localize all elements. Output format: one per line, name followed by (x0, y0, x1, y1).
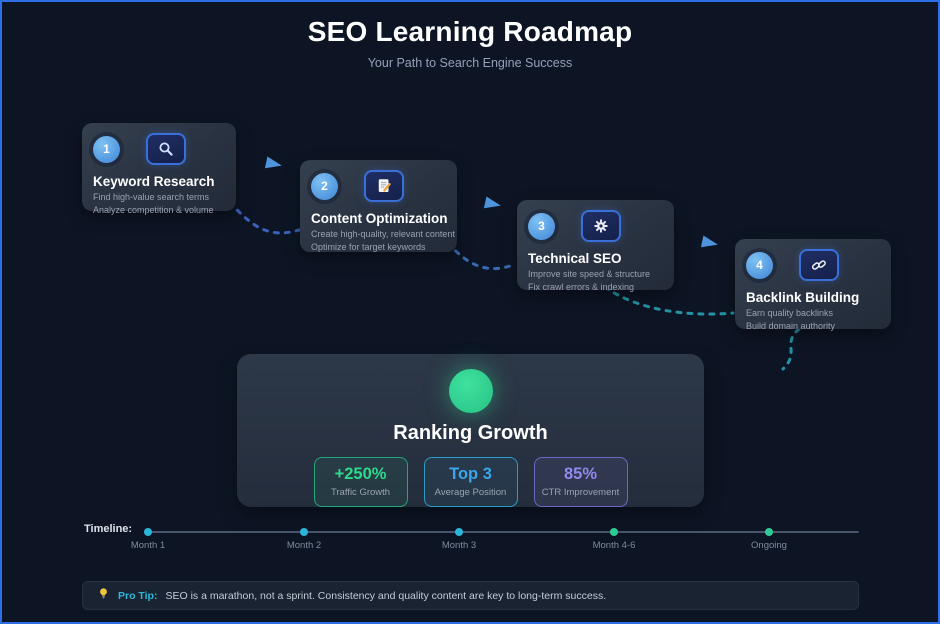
step-description-line: Improve site speed & structure (528, 269, 651, 279)
step-number-badge: 2 (311, 172, 338, 200)
timeline-dot (300, 528, 308, 536)
search-icon (146, 133, 186, 165)
timeline-dot (455, 528, 463, 536)
step-title: Keyword Research (93, 174, 215, 189)
link-icon (799, 249, 839, 281)
step-description-line: Analyze competition & volume (93, 205, 214, 216)
timeline-milestone-label: Ongoing (751, 540, 787, 551)
step-description-line: Create high-quality, relevant content (311, 229, 455, 239)
step-title: Technical SEO (528, 251, 622, 266)
timeline-milestone-label: Month 1 (130, 540, 166, 551)
arrow-right-icon (264, 156, 284, 172)
step-card-content-optimization: 2 Content Optimization Create high-quali… (300, 160, 457, 252)
pro-tip-bar: Pro Tip: SEO is a marathon, not a sprint… (82, 581, 859, 610)
timeline-milestone-label: Month 2 (286, 540, 322, 551)
step-description-line: Find high-value search terms (93, 192, 210, 202)
stat-average-position: Top 3 Average Position (423, 457, 518, 507)
page-title: SEO Learning Roadmap (307, 16, 633, 47)
timeline-dot (765, 528, 773, 536)
step-number-badge: 4 (746, 251, 773, 279)
growth-circle-icon (448, 369, 493, 413)
step-card-keyword-research: 1 Keyword Research Find high-value searc… (82, 123, 236, 215)
arrow-right-icon (483, 196, 503, 212)
timeline-label: Timeline: (84, 523, 133, 535)
stat-traffic-growth: +250% Traffic Growth (313, 457, 408, 507)
dashed-curve-step4-down (781, 327, 801, 371)
stat-ctr-improvement: 85% CTR Improvement (533, 457, 628, 507)
dashed-curve-step2-step3 (446, 241, 518, 271)
stat-value: +250% (334, 465, 387, 483)
growth-title: Ranking Growth (393, 422, 548, 444)
step-number-badge: 1 (93, 135, 120, 163)
arrow-right-icon (700, 235, 720, 251)
lightbulb-icon (97, 587, 110, 605)
timeline-dot (144, 528, 152, 536)
stat-value: 85% (563, 465, 598, 483)
step-description-line: Fix crawl errors & indexing (528, 282, 635, 293)
timeline-milestone-label: Month 3 (441, 540, 477, 551)
stat-value: Top 3 (449, 465, 492, 483)
timeline-track: Month 1 Month 2 Month 3 Month 4-6 Ongoin… (131, 528, 859, 551)
gear-icon (581, 210, 621, 242)
step-card-backlink-building: 4 Backlink Building Earn quality backlin… (735, 239, 891, 332)
step-card-technical-seo: 3 (517, 200, 674, 293)
stat-label: Average Position (434, 487, 507, 498)
step-number-badge: 3 (528, 212, 555, 240)
dashed-curve-step1-step2 (228, 200, 301, 235)
timeline-milestone-label: Month 4-6 (592, 540, 636, 551)
page-subtitle: Your Path to Search Engine Success (367, 56, 573, 70)
stat-label: Traffic Growth (330, 487, 391, 498)
header: SEO Learning Roadmap Your Path to Search… (2, 16, 938, 70)
step-title: Backlink Building (746, 290, 860, 305)
pro-tip-text: SEO is a marathon, not a sprint. Consist… (165, 589, 607, 602)
step-description-line: Earn quality backlinks (746, 308, 834, 318)
step-description-line: Build domain authority (746, 321, 836, 332)
timeline-dot (610, 528, 618, 536)
ranking-growth-panel: Ranking Growth +250% Traffic Growth Top … (237, 354, 704, 507)
pro-tip-label: Pro Tip: (118, 589, 158, 602)
step-title: Content Optimization (311, 211, 448, 226)
step-description-line: Optimize for target keywords (311, 242, 426, 253)
stat-label: CTR Improvement (541, 487, 620, 498)
memo-icon (364, 170, 404, 202)
growth-stats-row: +250% Traffic Growth Top 3 Average Posit… (237, 457, 704, 507)
